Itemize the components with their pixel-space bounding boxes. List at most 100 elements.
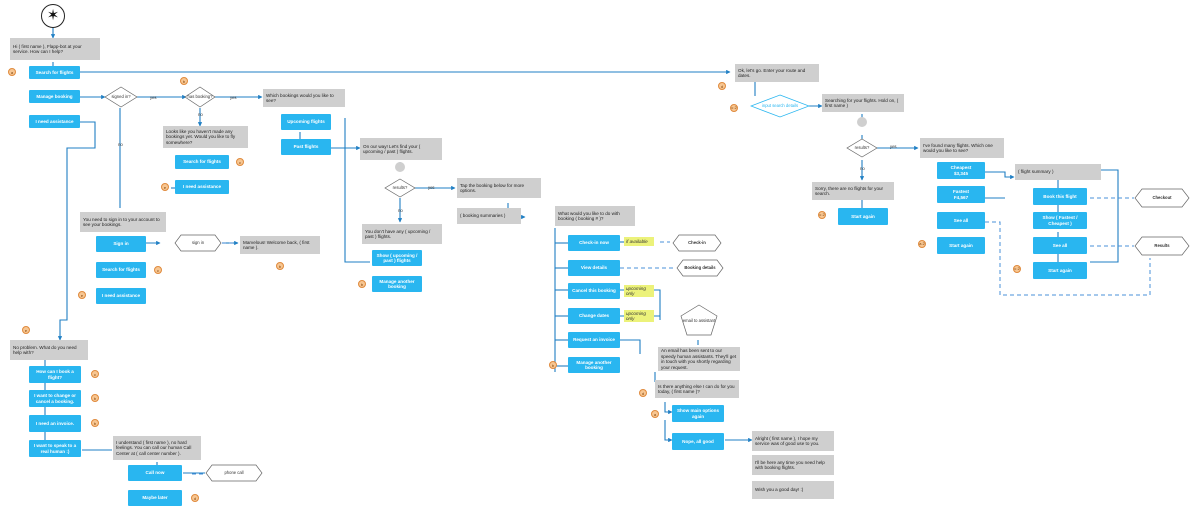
no-label-4: no	[860, 166, 865, 171]
results-terminal-label: Results	[1154, 242, 1170, 248]
manage-another-button-2[interactable]: Manage another booking	[568, 357, 620, 373]
marker-a-2: a	[651, 410, 659, 418]
what-to-do-message: What would you like to do with booking (…	[555, 206, 635, 226]
change-dates-button[interactable]: Change dates	[568, 308, 620, 324]
search-flights-button[interactable]: Search for flights	[29, 66, 80, 79]
cheapest-button[interactable]: Cheapest $3,345	[937, 162, 985, 179]
wish-good-day-message: Wish you a good day! :)	[752, 481, 834, 499]
booking-details-terminal	[676, 259, 724, 277]
show-main-options-button[interactable]: Show main options again	[672, 405, 724, 422]
need-assistance-button[interactable]: I need assistance	[29, 115, 80, 128]
marker-d-2: d	[639, 389, 647, 397]
if-available-tag: if available	[624, 237, 654, 246]
nope-all-good-button[interactable]: Nope, all good	[672, 433, 724, 450]
connector-node	[395, 162, 405, 172]
email-assistant-label: email to assistant	[682, 317, 716, 323]
found-many-message: I've found many flights. Which one would…	[920, 138, 1004, 158]
fastest-button[interactable]: Fastest F4,567	[937, 186, 985, 203]
start-again-button-2[interactable]: Start again	[937, 237, 985, 254]
sign-in-button[interactable]: Sign in	[96, 236, 146, 252]
see-all-button-2[interactable]: See all	[1033, 237, 1087, 254]
checkout-label: Checkout	[1152, 194, 1172, 200]
input-search-decision	[750, 94, 810, 118]
booking-summaries: ( booking summaries )	[457, 208, 521, 224]
booking-details-label: Booking details	[684, 264, 716, 270]
which-bookings-message: Which bookings would you like to see?	[263, 89, 345, 107]
results-label-2: results?	[854, 144, 870, 150]
marker-e-1: e	[161, 183, 169, 191]
lets-go-message: Ok, let's go. Enter your route and dates…	[735, 64, 819, 82]
marker-c-2: c	[154, 266, 162, 274]
manage-another-button[interactable]: Manage another booking	[372, 276, 422, 292]
see-all-button[interactable]: See all	[937, 212, 985, 229]
sign-in-prompt-message: You need to sign in to your account to s…	[80, 212, 166, 232]
want-change-button[interactable]: I want to change or cancel a booking.	[29, 390, 81, 407]
need-assistance-button-2[interactable]: I need assistance	[175, 180, 229, 194]
email-assistant-shape	[680, 304, 718, 336]
book-this-button[interactable]: Book this flight	[1033, 188, 1087, 205]
flight-summary: ( flight summary )	[1015, 164, 1101, 180]
search-flights-button-3[interactable]: Search for flights	[96, 262, 146, 278]
request-invoice-button[interactable]: Request an invoice	[568, 332, 620, 348]
marker-c-5: c 2	[818, 211, 826, 219]
manage-booking-button[interactable]: Manage booking	[29, 90, 80, 103]
past-flights-button[interactable]: Past flights	[281, 139, 331, 155]
fastest-label: Fastest	[952, 189, 970, 194]
view-details-button[interactable]: View details	[568, 260, 620, 276]
marker-c-4: c 2	[730, 104, 738, 112]
cancel-booking-button[interactable]: Cancel this booking	[568, 283, 620, 299]
marker-a-3: a 2	[918, 240, 926, 248]
marker-b-4: b	[91, 394, 99, 402]
marker-e-2: e	[78, 291, 86, 299]
yes-label: yes	[150, 95, 157, 100]
input-search-label: input search details	[761, 102, 799, 108]
cheapest-price: $3,345	[953, 170, 969, 176]
upcoming-flights-button[interactable]: Upcoming flights	[281, 114, 331, 130]
need-assistance-button-3[interactable]: I need assistance	[96, 288, 146, 304]
yes-label-3: yes	[428, 185, 435, 190]
phone-call-terminal	[205, 464, 263, 482]
marker-b-2: b	[276, 262, 284, 270]
connector-node-2	[857, 117, 867, 127]
greeting-message: Hi ( first name ), Flapp-bot at your ser…	[10, 38, 100, 60]
signed-in-decision	[104, 86, 138, 108]
anything-else-message: Is there anything else I can do for you …	[655, 380, 739, 398]
check-in-now-button[interactable]: Check-in now	[568, 235, 620, 251]
marker-d-3: d	[718, 82, 726, 90]
speak-human-button[interactable]: I want to speak to a real human :)	[29, 440, 81, 457]
checkout-terminal	[1134, 188, 1190, 208]
maybe-later-button[interactable]: Maybe later	[128, 490, 182, 506]
start-again-button[interactable]: Start again	[838, 208, 888, 225]
no-problem-message: No problem. What do you need help with?	[10, 340, 88, 360]
search-flights-button-2[interactable]: Search for flights	[175, 155, 229, 169]
welcome-back-message: Marvelous! Welcome back, ( first name ).	[240, 236, 320, 254]
start-icon: ✶	[41, 4, 65, 28]
show-fastest-cheapest-button[interactable]: Show ( Fastest / Cheapest )	[1033, 212, 1087, 229]
human-feelings-message: I understand ( first name ), no hard fee…	[113, 436, 201, 460]
call-now-button[interactable]: Call now	[128, 465, 182, 481]
results-terminal	[1134, 236, 1190, 256]
tap-booking-message: Tap the booking below for more options.	[457, 178, 541, 198]
ill-be-here-message: I'll be here any time you need help with…	[752, 455, 834, 475]
no-label-3: no	[398, 208, 403, 213]
email-sent-message: An email has been sent to our speedy hum…	[658, 347, 740, 371]
yes-label-2: yes	[230, 95, 237, 100]
upcoming-only-tag: upcoming only	[624, 285, 654, 297]
marker-d-1: d	[191, 494, 199, 502]
no-label-2: no	[198, 112, 203, 117]
show-flights-button[interactable]: Show ( upcoming / past ) flights	[372, 250, 422, 266]
fastest-price: F4,567	[953, 194, 969, 200]
cheapest-label: Cheapest	[950, 165, 972, 170]
no-bookings-message: Looks like you haven't made any bookings…	[163, 126, 248, 148]
results-label: results?	[392, 184, 408, 190]
how-book-button[interactable]: How can I book a flight?	[29, 366, 81, 383]
marker-b-3: b	[358, 280, 366, 288]
has-booking-decision	[184, 86, 216, 108]
start-again-button-3[interactable]: Start again	[1033, 262, 1087, 279]
marker-b-1: b	[180, 77, 188, 85]
sorry-no-flights-message: Sorry, there are no flights for your sea…	[812, 182, 894, 200]
marker-c-6: c 2	[1013, 265, 1021, 273]
need-invoice-button[interactable]: I need an invoice.	[29, 415, 81, 432]
signed-in-label: signed in?	[111, 93, 131, 99]
